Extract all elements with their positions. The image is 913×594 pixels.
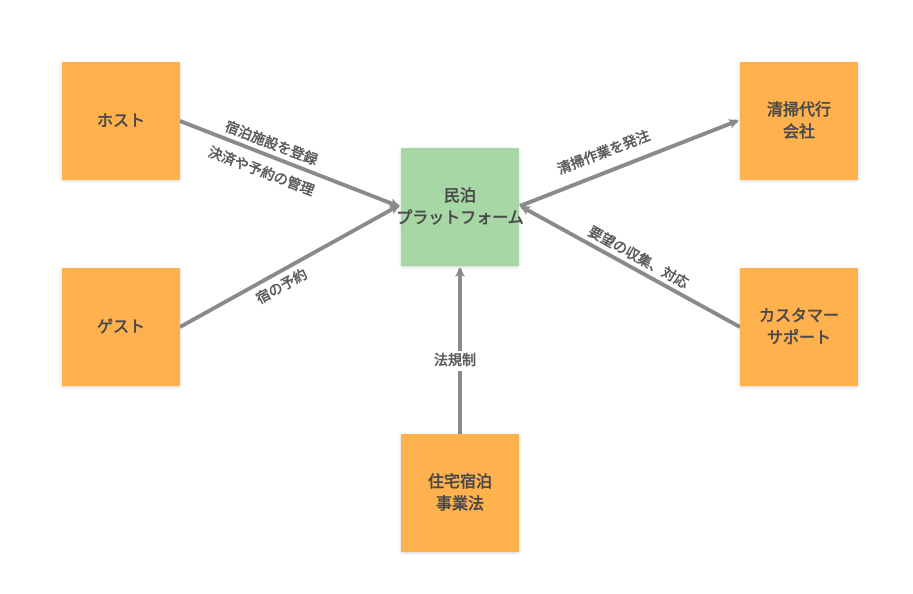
node-host: ホスト: [62, 62, 180, 180]
node-support: カスタマー サポート: [740, 268, 858, 386]
edge-support-platform: [520, 205, 741, 329]
node-support-label-2: サポート: [766, 328, 831, 347]
node-cleaning: 清掃代行 会社: [740, 62, 858, 180]
edge-platform-cleaning: [519, 119, 739, 208]
node-platform-label-2: プラットフォーム: [396, 208, 524, 227]
node-support-label-1: カスタマー: [758, 306, 839, 325]
edge-guest-platform: [179, 204, 400, 329]
node-platform-label-1: 民泊: [443, 186, 476, 205]
node-law-label-2: 事業法: [435, 494, 484, 513]
node-law: 住宅宿泊 事業法: [401, 434, 519, 552]
node-law-label-1: 住宅宿泊: [427, 472, 492, 491]
node-cleaning-label-1: 清掃代行: [766, 100, 831, 119]
node-guest-label: ゲスト: [96, 317, 145, 336]
node-guest: ゲスト: [62, 268, 180, 386]
node-cleaning-label-2: 会社: [782, 122, 815, 141]
edge-label-law-platform: 法規制: [432, 351, 478, 371]
edge-host-platform: [179, 119, 400, 208]
node-host-label: ホスト: [96, 111, 145, 130]
node-platform: 民泊 プラットフォーム: [396, 148, 524, 266]
